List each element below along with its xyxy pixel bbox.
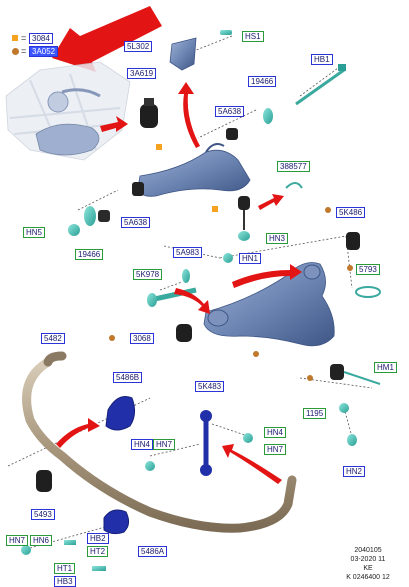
callout-5k486[interactable]: 5K486 bbox=[336, 207, 366, 218]
washer-19466-lower bbox=[84, 206, 96, 226]
callout-hm1[interactable]: HM1 bbox=[374, 362, 397, 373]
ball-joint-upper bbox=[238, 196, 250, 241]
ball-joint-lower bbox=[330, 364, 381, 446]
callout-388577[interactable]: 388577 bbox=[277, 161, 310, 172]
nut-hn4-hn7-left bbox=[145, 461, 155, 471]
stabilizer-bar bbox=[22, 351, 297, 533]
callout-hn4-left[interactable]: HN4 bbox=[131, 439, 154, 450]
callout-hb2[interactable]: HB2 bbox=[87, 533, 109, 544]
ref-date: 03-2020 11 bbox=[350, 556, 386, 563]
legend-label-3a052[interactable]: 3A052 bbox=[29, 46, 59, 57]
nut-hn4-hn7-right bbox=[243, 433, 253, 443]
callout-5a983[interactable]: 5A983 bbox=[173, 247, 203, 258]
legend-equals-1: = bbox=[21, 33, 27, 43]
callout-5k483[interactable]: 5K483 bbox=[195, 381, 225, 392]
callout-5793[interactable]: 5793 bbox=[356, 264, 380, 275]
callout-5a638-lower[interactable]: 5A638 bbox=[121, 217, 151, 228]
callout-19466-upper[interactable]: 19466 bbox=[248, 76, 277, 87]
washer-5a983 bbox=[182, 269, 190, 283]
callout-hb1[interactable]: HB1 bbox=[311, 54, 333, 65]
bushing-3068 bbox=[176, 324, 192, 342]
callout-5l302[interactable]: 5L302 bbox=[124, 41, 153, 52]
bracket-5l302 bbox=[169, 37, 197, 71]
legend-label-3084[interactable]: 3084 bbox=[29, 33, 53, 44]
callout-3068[interactable]: 3068 bbox=[130, 333, 154, 344]
pin-388577 bbox=[285, 182, 303, 189]
callout-hn4-right[interactable]: HN4 bbox=[264, 427, 287, 438]
bolt-hb1 bbox=[295, 64, 346, 106]
direction-arrows bbox=[56, 82, 302, 484]
nut-hn5 bbox=[68, 224, 80, 236]
bolt-hs1 bbox=[220, 30, 232, 35]
legend-marker-3084 bbox=[12, 35, 18, 41]
callout-ht1[interactable]: HT1 bbox=[54, 563, 76, 574]
upper-control-arm bbox=[132, 143, 251, 197]
callout-hs1[interactable]: HS1 bbox=[242, 31, 264, 42]
bolt-5k978 bbox=[147, 287, 197, 307]
callout-hn1[interactable]: HN1 bbox=[239, 253, 262, 264]
callout-19466-lower[interactable]: 19466 bbox=[75, 249, 104, 260]
callout-5a638-upper[interactable]: 5A638 bbox=[215, 106, 245, 117]
highlight-arrow bbox=[52, 6, 162, 72]
nut-5a638-lower bbox=[98, 210, 110, 222]
ref-number: 2040105 bbox=[354, 547, 382, 554]
callout-hn7-right[interactable]: HN7 bbox=[264, 444, 287, 455]
callout-hn2[interactable]: HN2 bbox=[343, 466, 366, 477]
callout-hn7-left[interactable]: HN7 bbox=[153, 439, 176, 450]
legend-marker-3a052 bbox=[12, 48, 19, 55]
reference-block: 2040105 03-2020 11 KE K 0246400 12 bbox=[338, 546, 400, 582]
callout-hn6[interactable]: HN6 bbox=[30, 535, 53, 546]
bushing-5k486 bbox=[346, 232, 360, 250]
marker-dots bbox=[109, 144, 353, 381]
bracket-5486a bbox=[103, 509, 130, 535]
clip-5793 bbox=[355, 286, 381, 298]
ref-doc-id: K 0246400 12 bbox=[346, 574, 390, 581]
nut-5a638-upper bbox=[226, 128, 238, 140]
callout-hb3[interactable]: HB3 bbox=[54, 576, 76, 587]
legend-equals-2: = bbox=[21, 46, 27, 56]
callout-hn7-lower[interactable]: HN7 bbox=[6, 535, 29, 546]
stabilizer-link-5k483 bbox=[200, 410, 212, 476]
callout-hn5[interactable]: HN5 bbox=[23, 227, 46, 238]
bushing-3a619 bbox=[140, 98, 158, 128]
bushing-5493 bbox=[36, 470, 52, 492]
callout-5486a[interactable]: 5486A bbox=[138, 546, 168, 557]
fasteners-lower-left bbox=[21, 540, 106, 571]
callout-5493[interactable]: 5493 bbox=[31, 509, 55, 520]
callout-5486b[interactable]: 5486B bbox=[113, 372, 143, 383]
callout-hn3[interactable]: HN3 bbox=[266, 233, 289, 244]
callout-5482[interactable]: 5482 bbox=[41, 333, 65, 344]
vehicle-thumbnail bbox=[5, 61, 131, 161]
washer-19466-upper bbox=[263, 108, 273, 124]
nut-hn1 bbox=[223, 253, 233, 263]
callout-3a619[interactable]: 3A619 bbox=[127, 68, 157, 79]
callout-ht2[interactable]: HT2 bbox=[87, 546, 109, 557]
bracket-5486b bbox=[105, 396, 136, 431]
callout-5k978[interactable]: 5K978 bbox=[133, 269, 163, 280]
ref-code: KE bbox=[363, 565, 373, 572]
callout-1195[interactable]: 1195 bbox=[303, 408, 327, 419]
